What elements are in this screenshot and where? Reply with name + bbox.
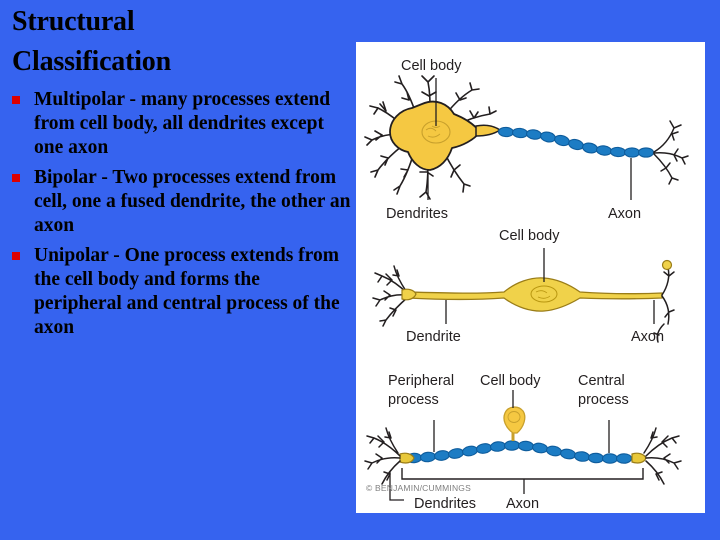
diagram-bipolar: Cell body Dendrite Axon — [372, 228, 675, 345]
title-line-1: Structural — [12, 6, 135, 37]
multipolar-myelin-sheath-shape — [497, 126, 655, 158]
square-bullet-icon — [12, 252, 20, 260]
multipolar-axon-terminals-shape — [653, 120, 689, 185]
unipolar-left-hillock-shape — [399, 452, 415, 464]
label-unipolar-axon: Axon — [506, 496, 539, 512]
bullet-text-unipolar: Unipolar - One process extends from the … — [34, 245, 340, 338]
list-item: Unipolar - One process extends from the … — [0, 244, 352, 340]
bipolar-left-hillock-shape — [401, 288, 417, 301]
bipolar-terminal-bulb-shape — [661, 259, 673, 271]
label-unipolar-cell-body: Cell body — [480, 373, 541, 389]
diagram-unipolar: Peripheral process Cell body Central pro… — [364, 373, 682, 512]
bullet-text-bipolar: Bipolar - Two processes extend from cell… — [34, 167, 351, 236]
label-bipolar-axon: Axon — [631, 329, 664, 345]
label-unipolar-peripheral-line2: process — [388, 392, 439, 408]
label-unipolar-central-line1: Central — [578, 373, 625, 389]
label-unipolar-central-line2: process — [578, 392, 629, 408]
bipolar-cell-shape — [407, 277, 663, 312]
bipolar-axon-terminal-shape — [653, 267, 675, 343]
page-title: Structural Classification — [12, 2, 352, 82]
label-unipolar-peripheral-line1: Peripheral — [388, 373, 454, 389]
bullet-text-multipolar: Multipolar - many processes extend from … — [34, 89, 331, 158]
multipolar-nucleolus-shape — [425, 125, 441, 138]
diagram-multipolar: Cell body Dendrites Axon — [364, 58, 689, 222]
bipolar-nucleus-shape — [530, 285, 558, 303]
label-multipolar-dendrites: Dendrites — [386, 206, 448, 222]
unipolar-dendrites-leader — [389, 472, 404, 501]
neuron-diagram-panel: Cell body Dendrites Axon — [356, 42, 705, 513]
copyright-notice: © BENJAMIN/CUMMINGS — [366, 483, 471, 493]
label-bipolar-cell-body: Cell body — [499, 228, 560, 244]
unipolar-nucleus-shape — [507, 411, 521, 423]
text-column: Structural Classification Multipolar - m… — [0, 0, 352, 540]
bipolar-nucleolus-shape — [535, 290, 551, 299]
label-bipolar-dendrite: Dendrite — [406, 329, 461, 345]
label-multipolar-cell-body: Cell body — [401, 58, 462, 74]
bullet-list: Multipolar - many processes extend from … — [0, 88, 352, 346]
neuron-diagrams-svg: Cell body Dendrites Axon — [356, 42, 705, 513]
list-item: Multipolar - many processes extend from … — [0, 88, 352, 160]
unipolar-axon-terminals-shape — [643, 427, 682, 485]
multipolar-cell-body-shape — [389, 100, 481, 171]
label-unipolar-dendrites: Dendrites — [414, 496, 476, 512]
label-multipolar-axon: Axon — [608, 206, 641, 222]
square-bullet-icon — [12, 174, 20, 182]
list-item: Bipolar - Two processes extend from cell… — [0, 166, 352, 238]
bipolar-dendrite-branches-shape — [372, 265, 409, 327]
title-line-2: Classification — [12, 46, 171, 77]
unipolar-myelin-sheath-shape — [405, 440, 633, 464]
unipolar-axon-bracket-shape — [401, 468, 644, 480]
square-bullet-icon — [12, 96, 20, 104]
